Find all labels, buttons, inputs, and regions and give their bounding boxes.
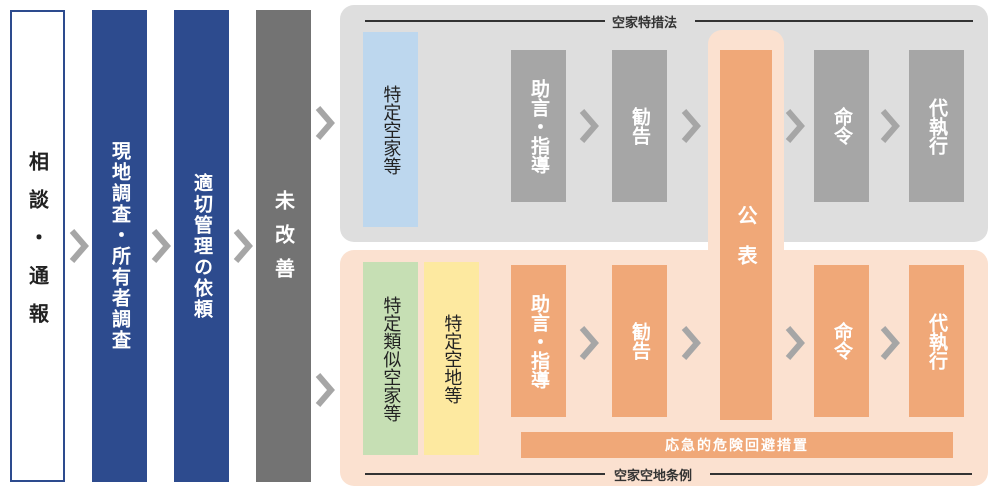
bottom-execution-label: 代執行 (925, 312, 948, 370)
bottom-target1-box: 特定類似空家等 (363, 262, 418, 455)
bottom-target1-label: 特定類似空家等 (380, 295, 402, 422)
top-advice-box: 助言・指導 (511, 50, 566, 202)
top-target-box: 特定空家等 (363, 32, 418, 227)
bottom-execution-box: 代執行 (909, 265, 964, 417)
top-advice-label: 助言・指導 (527, 78, 550, 174)
bottom-target2-box: 特定空地等 (424, 262, 479, 455)
arrow-icon (578, 108, 600, 144)
bottom-panel-title: 空家空地条例 (610, 465, 697, 484)
top-target-label: 特定空家等 (380, 84, 402, 175)
request-label: 適切管理の依頼 (190, 172, 213, 320)
unimproved-label: 未改善 (271, 190, 296, 292)
top-recommend-label: 勧告 (628, 107, 651, 145)
arrow-icon (680, 108, 702, 144)
emergency-bar: 応急的危険回避措置 (521, 432, 953, 458)
arrow-icon (879, 108, 901, 144)
bottom-target2-label: 特定空地等 (441, 313, 463, 404)
arrow-icon (232, 228, 254, 264)
bottom-advice-label: 助言・指導 (527, 293, 550, 389)
arrow-icon (68, 228, 90, 264)
consult-box: 相談・通報 (10, 10, 65, 482)
arrow-icon (784, 108, 806, 144)
top-panel-title: 空家特措法 (612, 16, 678, 31)
survey-box: 現地調査・所有者調査 (92, 10, 147, 482)
request-box: 適切管理の依頼 (174, 10, 229, 482)
bottom-panel-rule-right (710, 473, 972, 475)
bottom-advice-box: 助言・指導 (511, 265, 566, 417)
bottom-recommend-box: 勧告 (612, 265, 667, 417)
survey-label: 現地調査・所有者調査 (108, 141, 131, 351)
publish-label: 公表 (734, 205, 758, 285)
arrow-icon (680, 325, 702, 361)
top-recommend-box: 勧告 (612, 50, 667, 202)
top-execution-label: 代執行 (925, 97, 948, 155)
arrow-icon (784, 325, 806, 361)
top-panel-rule-left (365, 20, 605, 22)
unimproved-box: 未改善 (256, 10, 311, 482)
arrow-icon (150, 228, 172, 264)
top-execution-box: 代執行 (909, 50, 964, 202)
publish-box: 公表 (720, 50, 772, 420)
top-order-label: 命令 (830, 107, 853, 145)
bottom-recommend-label: 勧告 (628, 322, 651, 360)
top-panel-rule-right (695, 20, 973, 22)
emergency-label: 応急的危険回避措置 (665, 438, 809, 454)
arrow-icon (578, 325, 600, 361)
bottom-order-label: 命令 (830, 322, 853, 360)
arrow-icon (314, 105, 336, 141)
arrow-icon (314, 372, 336, 408)
consult-label: 相談・通報 (25, 151, 50, 341)
arrow-icon (879, 325, 901, 361)
top-order-box: 命令 (814, 50, 869, 202)
bottom-panel-rule-left (365, 473, 605, 475)
bottom-order-box: 命令 (814, 265, 869, 417)
